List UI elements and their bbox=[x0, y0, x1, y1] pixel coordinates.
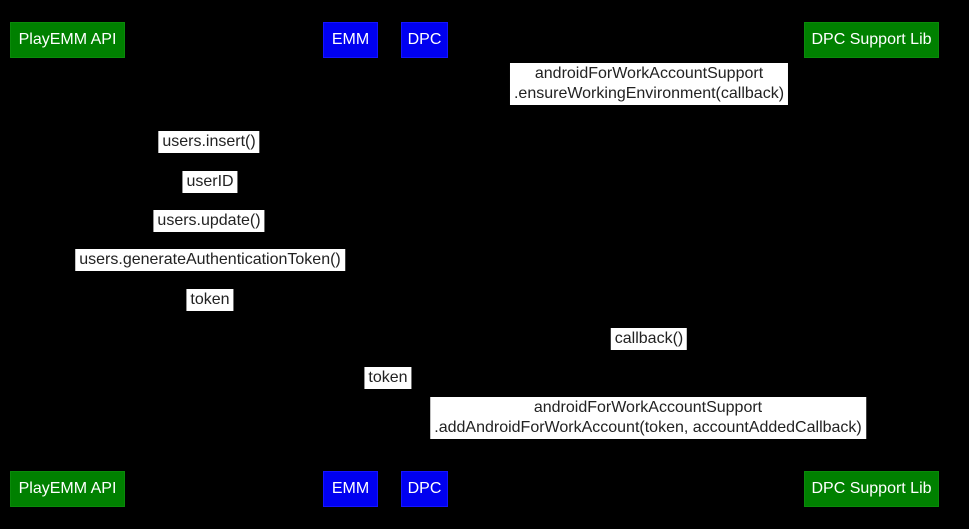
actor-dpc-support-lib-bottom: DPC Support Lib bbox=[804, 471, 939, 507]
actor-playemm-api-bottom: PlayEMM API bbox=[10, 471, 125, 507]
message-text-line: users.generateAuthenticationToken() bbox=[79, 251, 341, 268]
actor-playemm-api-top: PlayEMM API bbox=[10, 22, 125, 58]
message-text-line: userID bbox=[186, 173, 234, 190]
message-users-generate-authentication-token: users.generateAuthenticationToken() bbox=[75, 249, 345, 271]
message-token-to-dpc: token bbox=[364, 367, 412, 389]
message-text-line: .ensureWorkingEnvironment(callback) bbox=[513, 85, 785, 102]
message-callback: callback() bbox=[610, 328, 688, 350]
message-text-line: androidForWorkAccountSupport bbox=[533, 399, 763, 416]
message-text-line: androidForWorkAccountSupport bbox=[534, 65, 764, 82]
message-text-line: .addAndroidForWorkAccount(token, account… bbox=[434, 419, 862, 436]
message-add-android-for-work-account: androidForWorkAccountSupport .addAndroid… bbox=[430, 397, 866, 439]
actor-emm-top: EMM bbox=[323, 22, 378, 58]
message-userid: userID bbox=[182, 171, 238, 193]
actor-emm-bottom: EMM bbox=[323, 471, 378, 507]
message-users-insert: users.insert() bbox=[158, 131, 260, 153]
message-text-line: users.update() bbox=[157, 212, 261, 229]
message-text-line: token bbox=[190, 291, 230, 308]
actor-dpc-bottom: DPC bbox=[401, 471, 448, 507]
actor-dpc-top: DPC bbox=[401, 22, 448, 58]
message-text-line: callback() bbox=[614, 330, 684, 347]
message-text-line: token bbox=[368, 369, 408, 386]
message-text-line: users.insert() bbox=[162, 133, 256, 150]
actor-dpc-support-lib-top: DPC Support Lib bbox=[804, 22, 939, 58]
message-users-update: users.update() bbox=[153, 210, 265, 232]
message-ensure-working-environment: androidForWorkAccountSupport .ensureWork… bbox=[509, 63, 789, 105]
message-token-to-emm: token bbox=[186, 289, 234, 311]
